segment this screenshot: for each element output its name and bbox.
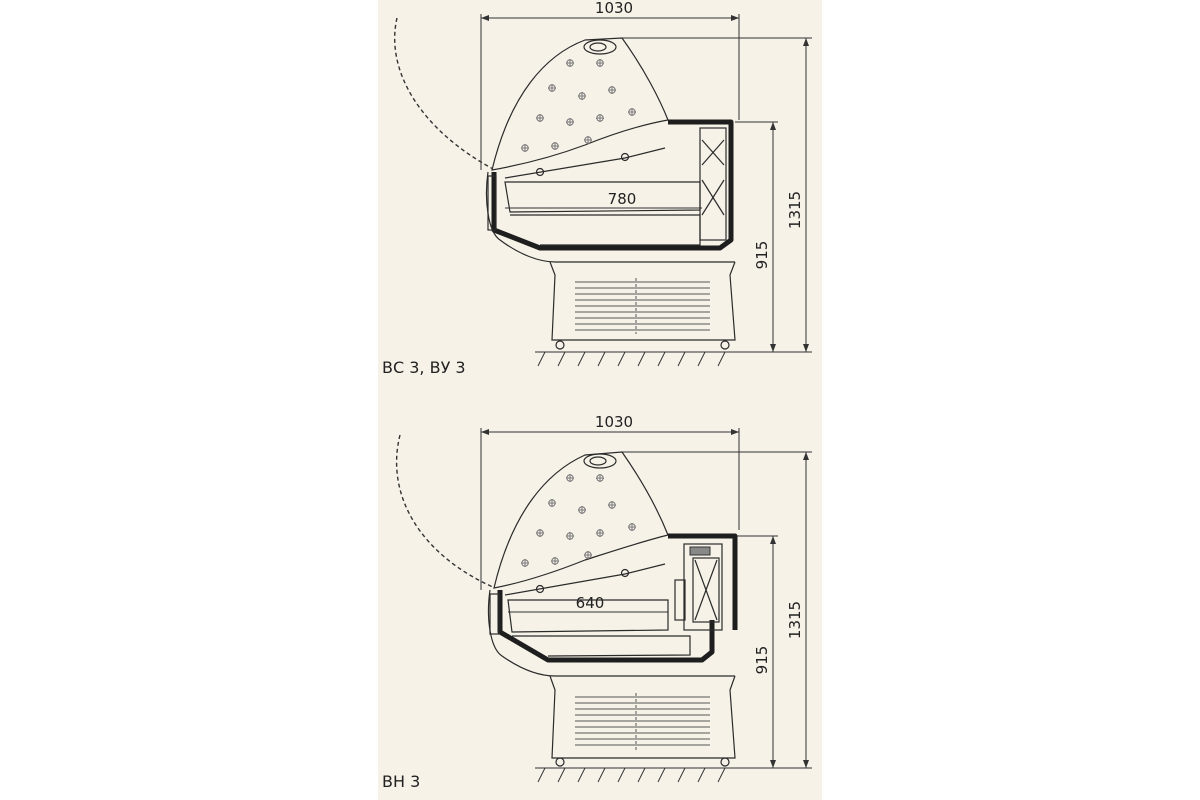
caption-bottom: ВН 3 (382, 772, 420, 791)
dim-width-label: 1030 (595, 413, 633, 431)
dim-height-counter-line (735, 121, 778, 352)
caption-top: ВС 3, ВУ 3 (382, 358, 466, 377)
dim-height-counter-label: 915 (753, 241, 771, 270)
ground-hatching (535, 351, 740, 367)
dim-width-line (480, 428, 740, 590)
dim-height-counter-label: 915 (753, 646, 771, 675)
door-swing-arc (393, 17, 496, 171)
dim-height-total-label: 1315 (786, 601, 804, 639)
diagram-bottom: 1030 1315 915 (382, 413, 812, 791)
dim-width-line (480, 14, 740, 170)
curved-glass (493, 451, 669, 589)
door-swing-arc (395, 434, 496, 589)
base-stand (549, 675, 736, 759)
dim-height-counter-line (735, 535, 778, 768)
dim-height-total-label: 1315 (786, 191, 804, 229)
curved-glass (491, 37, 669, 171)
dim-width-label: 1030 (595, 0, 633, 17)
vent-grille (575, 278, 710, 334)
dim-depth-label: 640 (576, 594, 605, 612)
dim-height-total-line (622, 37, 812, 353)
vent-grille (575, 693, 710, 750)
base-stand (549, 261, 736, 341)
dim-depth-label: 780 (608, 190, 637, 208)
ground-hatching (535, 767, 740, 783)
cabinet-body (497, 590, 715, 663)
diagram-top: 1030 1315 915 (382, 0, 812, 377)
